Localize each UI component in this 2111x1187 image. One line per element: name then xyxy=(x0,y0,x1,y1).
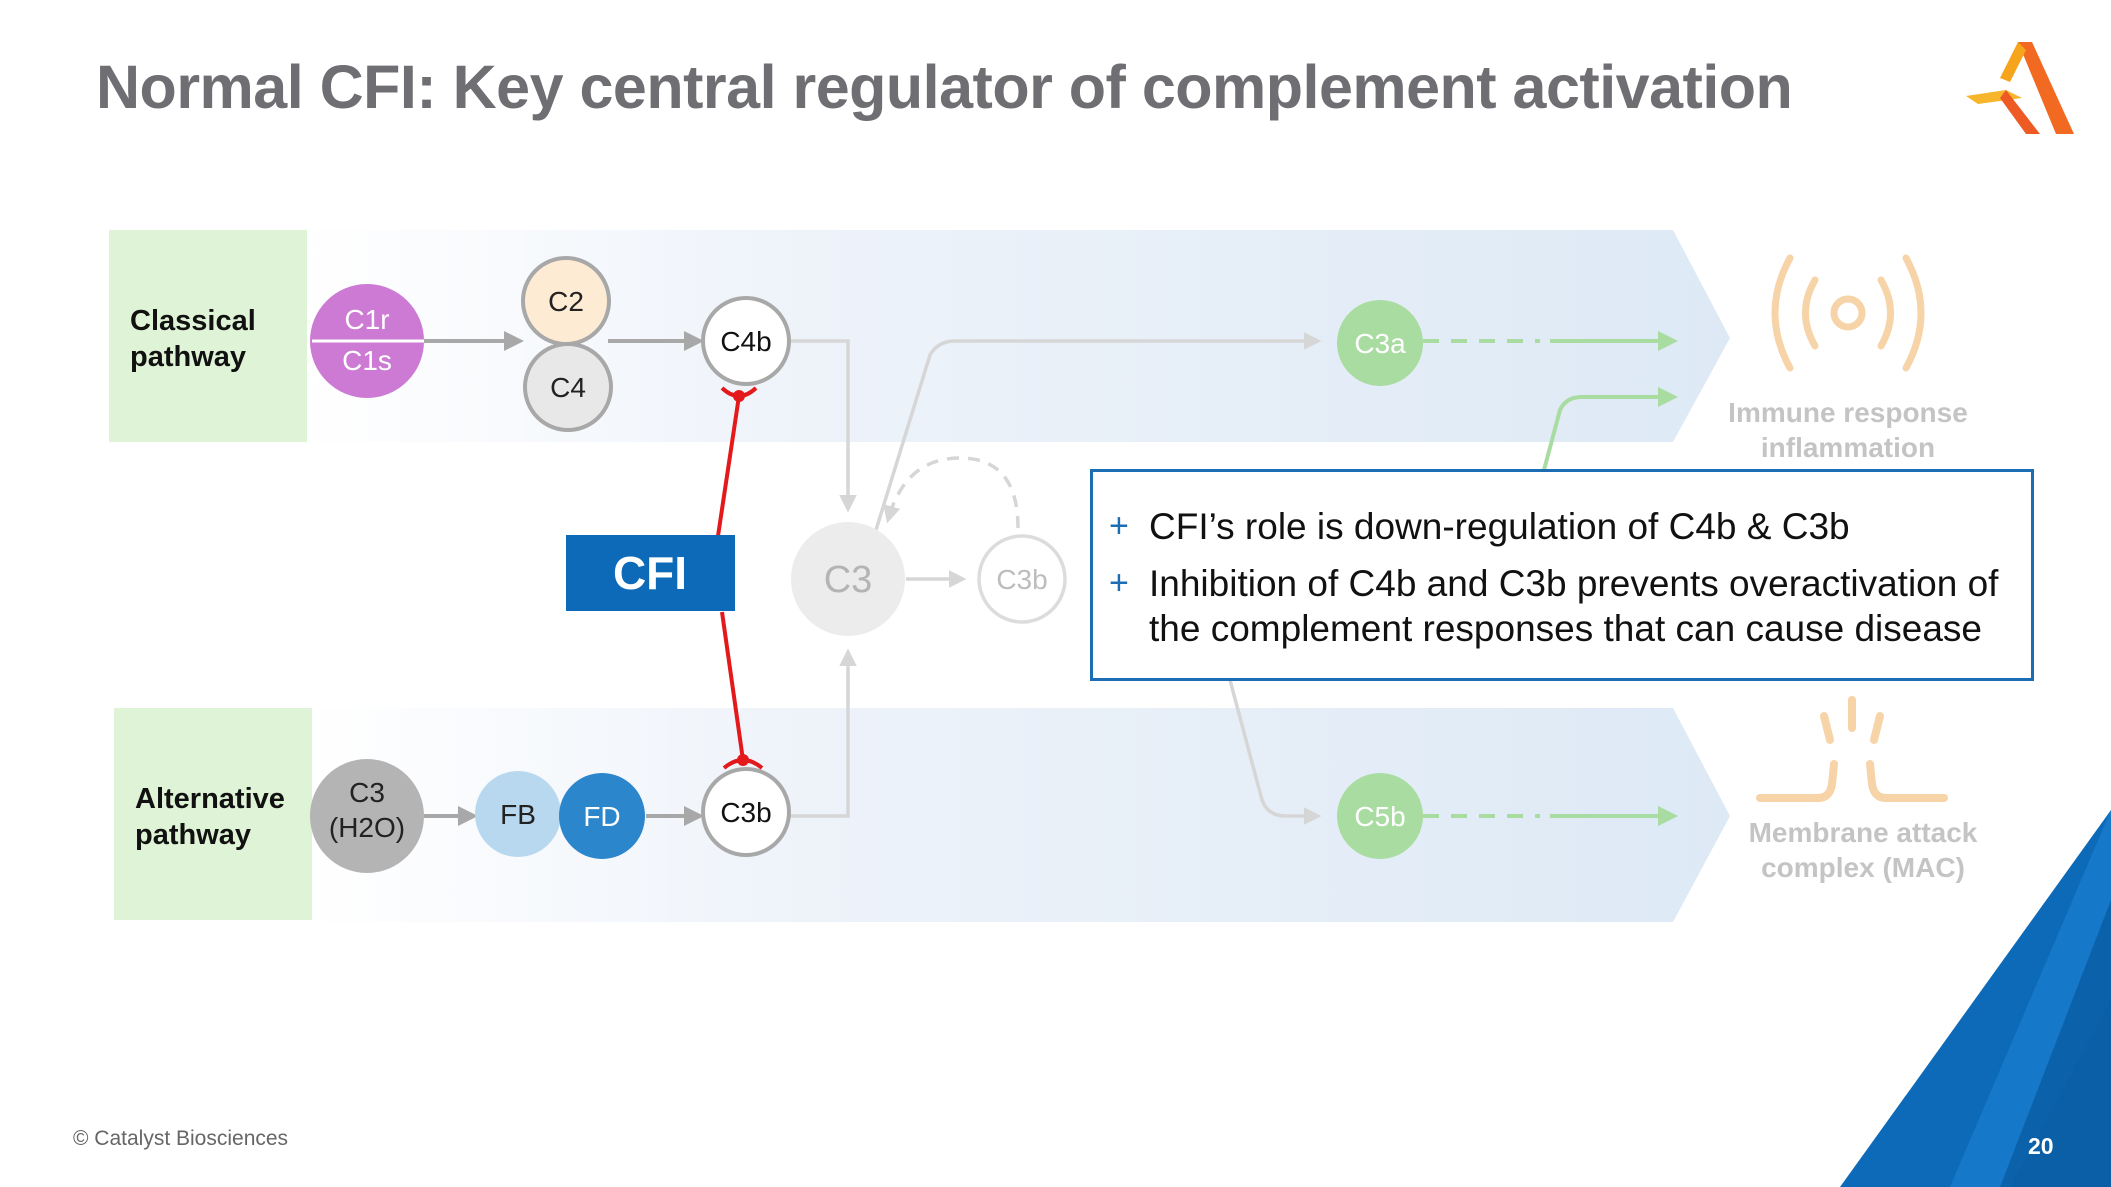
c4-label: C4 xyxy=(550,372,586,403)
plus-icon: + xyxy=(1109,507,1129,545)
fb-node xyxy=(475,771,561,857)
c4b-node xyxy=(701,296,791,386)
c3b-alt-to-c3-connector xyxy=(790,648,857,818)
c3b-center-label: C3b xyxy=(996,564,1047,595)
alternative-label-1: Alternative xyxy=(135,783,285,815)
c5b-connector xyxy=(1228,679,1322,825)
callout-box: + CFI’s role is down-regulation of C4b &… xyxy=(1090,469,2034,681)
mac-label-1: Membrane attack xyxy=(1749,817,1978,848)
plus-icon: + xyxy=(1109,564,1129,602)
classical-band xyxy=(300,230,1730,442)
classical-label-1: Classical xyxy=(130,305,256,337)
radio-signal-icon xyxy=(1771,254,1925,372)
c3-center-node xyxy=(791,522,905,636)
c5b-label: C5b xyxy=(1354,801,1405,832)
callout-bullet: + CFI’s role is down-regulation of C4b &… xyxy=(1109,504,2003,549)
c3b-alt-label: C3b xyxy=(720,797,771,828)
c5b-node xyxy=(1337,773,1423,859)
copyright-text: © Catalyst Biosciences xyxy=(73,1127,289,1150)
callout-bullet: + Inhibition of C4b and C3b prevents ove… xyxy=(1109,561,2003,651)
c4b-label: C4b xyxy=(720,326,771,357)
c3-h2o-label-2: (H2O) xyxy=(329,812,405,843)
fb-label: FB xyxy=(500,799,536,830)
page-number: 20 xyxy=(2028,1133,2054,1159)
c3-to-c3a-connector xyxy=(874,332,1322,531)
amplification-loop xyxy=(883,456,1020,529)
callout-bullet-text: CFI’s role is down-regulation of C4b & C… xyxy=(1149,506,1850,547)
c3-h2o-node xyxy=(310,759,424,873)
catalyst-logo-icon xyxy=(1966,42,2074,134)
immune-response-label-1: Immune response xyxy=(1728,397,1968,428)
c1r-label: C1r xyxy=(344,304,389,335)
cfi-to-c4b-inhibition xyxy=(716,395,741,537)
c1s-label: C1s xyxy=(342,345,392,376)
c4-node xyxy=(523,342,613,432)
slide-title: Normal CFI: Key central regulator of com… xyxy=(96,53,1793,121)
immune-link-arrow xyxy=(1542,387,1678,471)
classical-label-box xyxy=(109,230,307,442)
c3a-label: C3a xyxy=(1354,328,1406,359)
classical-label-2: pathway xyxy=(130,341,246,373)
alternative-label-2: pathway xyxy=(135,819,251,851)
membrane-pore-icon xyxy=(1756,696,1948,802)
c3-center-label: C3 xyxy=(824,559,873,601)
c2-label: C2 xyxy=(548,286,584,317)
fd-label: FD xyxy=(583,801,620,832)
immune-response-label-2: inflammation xyxy=(1761,432,1935,463)
c3b-center-node xyxy=(977,534,1067,624)
c3-h2o-label-1: C3 xyxy=(349,777,385,808)
cfi-label: CFI xyxy=(613,547,687,599)
c3a-node xyxy=(1337,300,1423,386)
cfi-box xyxy=(566,535,735,611)
c3b-alt-node xyxy=(701,767,791,857)
cfi-to-c3b-inhibition xyxy=(720,611,745,761)
mac-label-2: complex (MAC) xyxy=(1761,852,1965,883)
fd-node xyxy=(559,773,645,859)
c4b-to-c3-connector xyxy=(790,339,857,513)
alternative-band xyxy=(305,708,1730,922)
callout-bullet-text: Inhibition of C4b and C3b prevents overa… xyxy=(1149,563,1999,649)
alternative-label-box xyxy=(114,708,312,920)
